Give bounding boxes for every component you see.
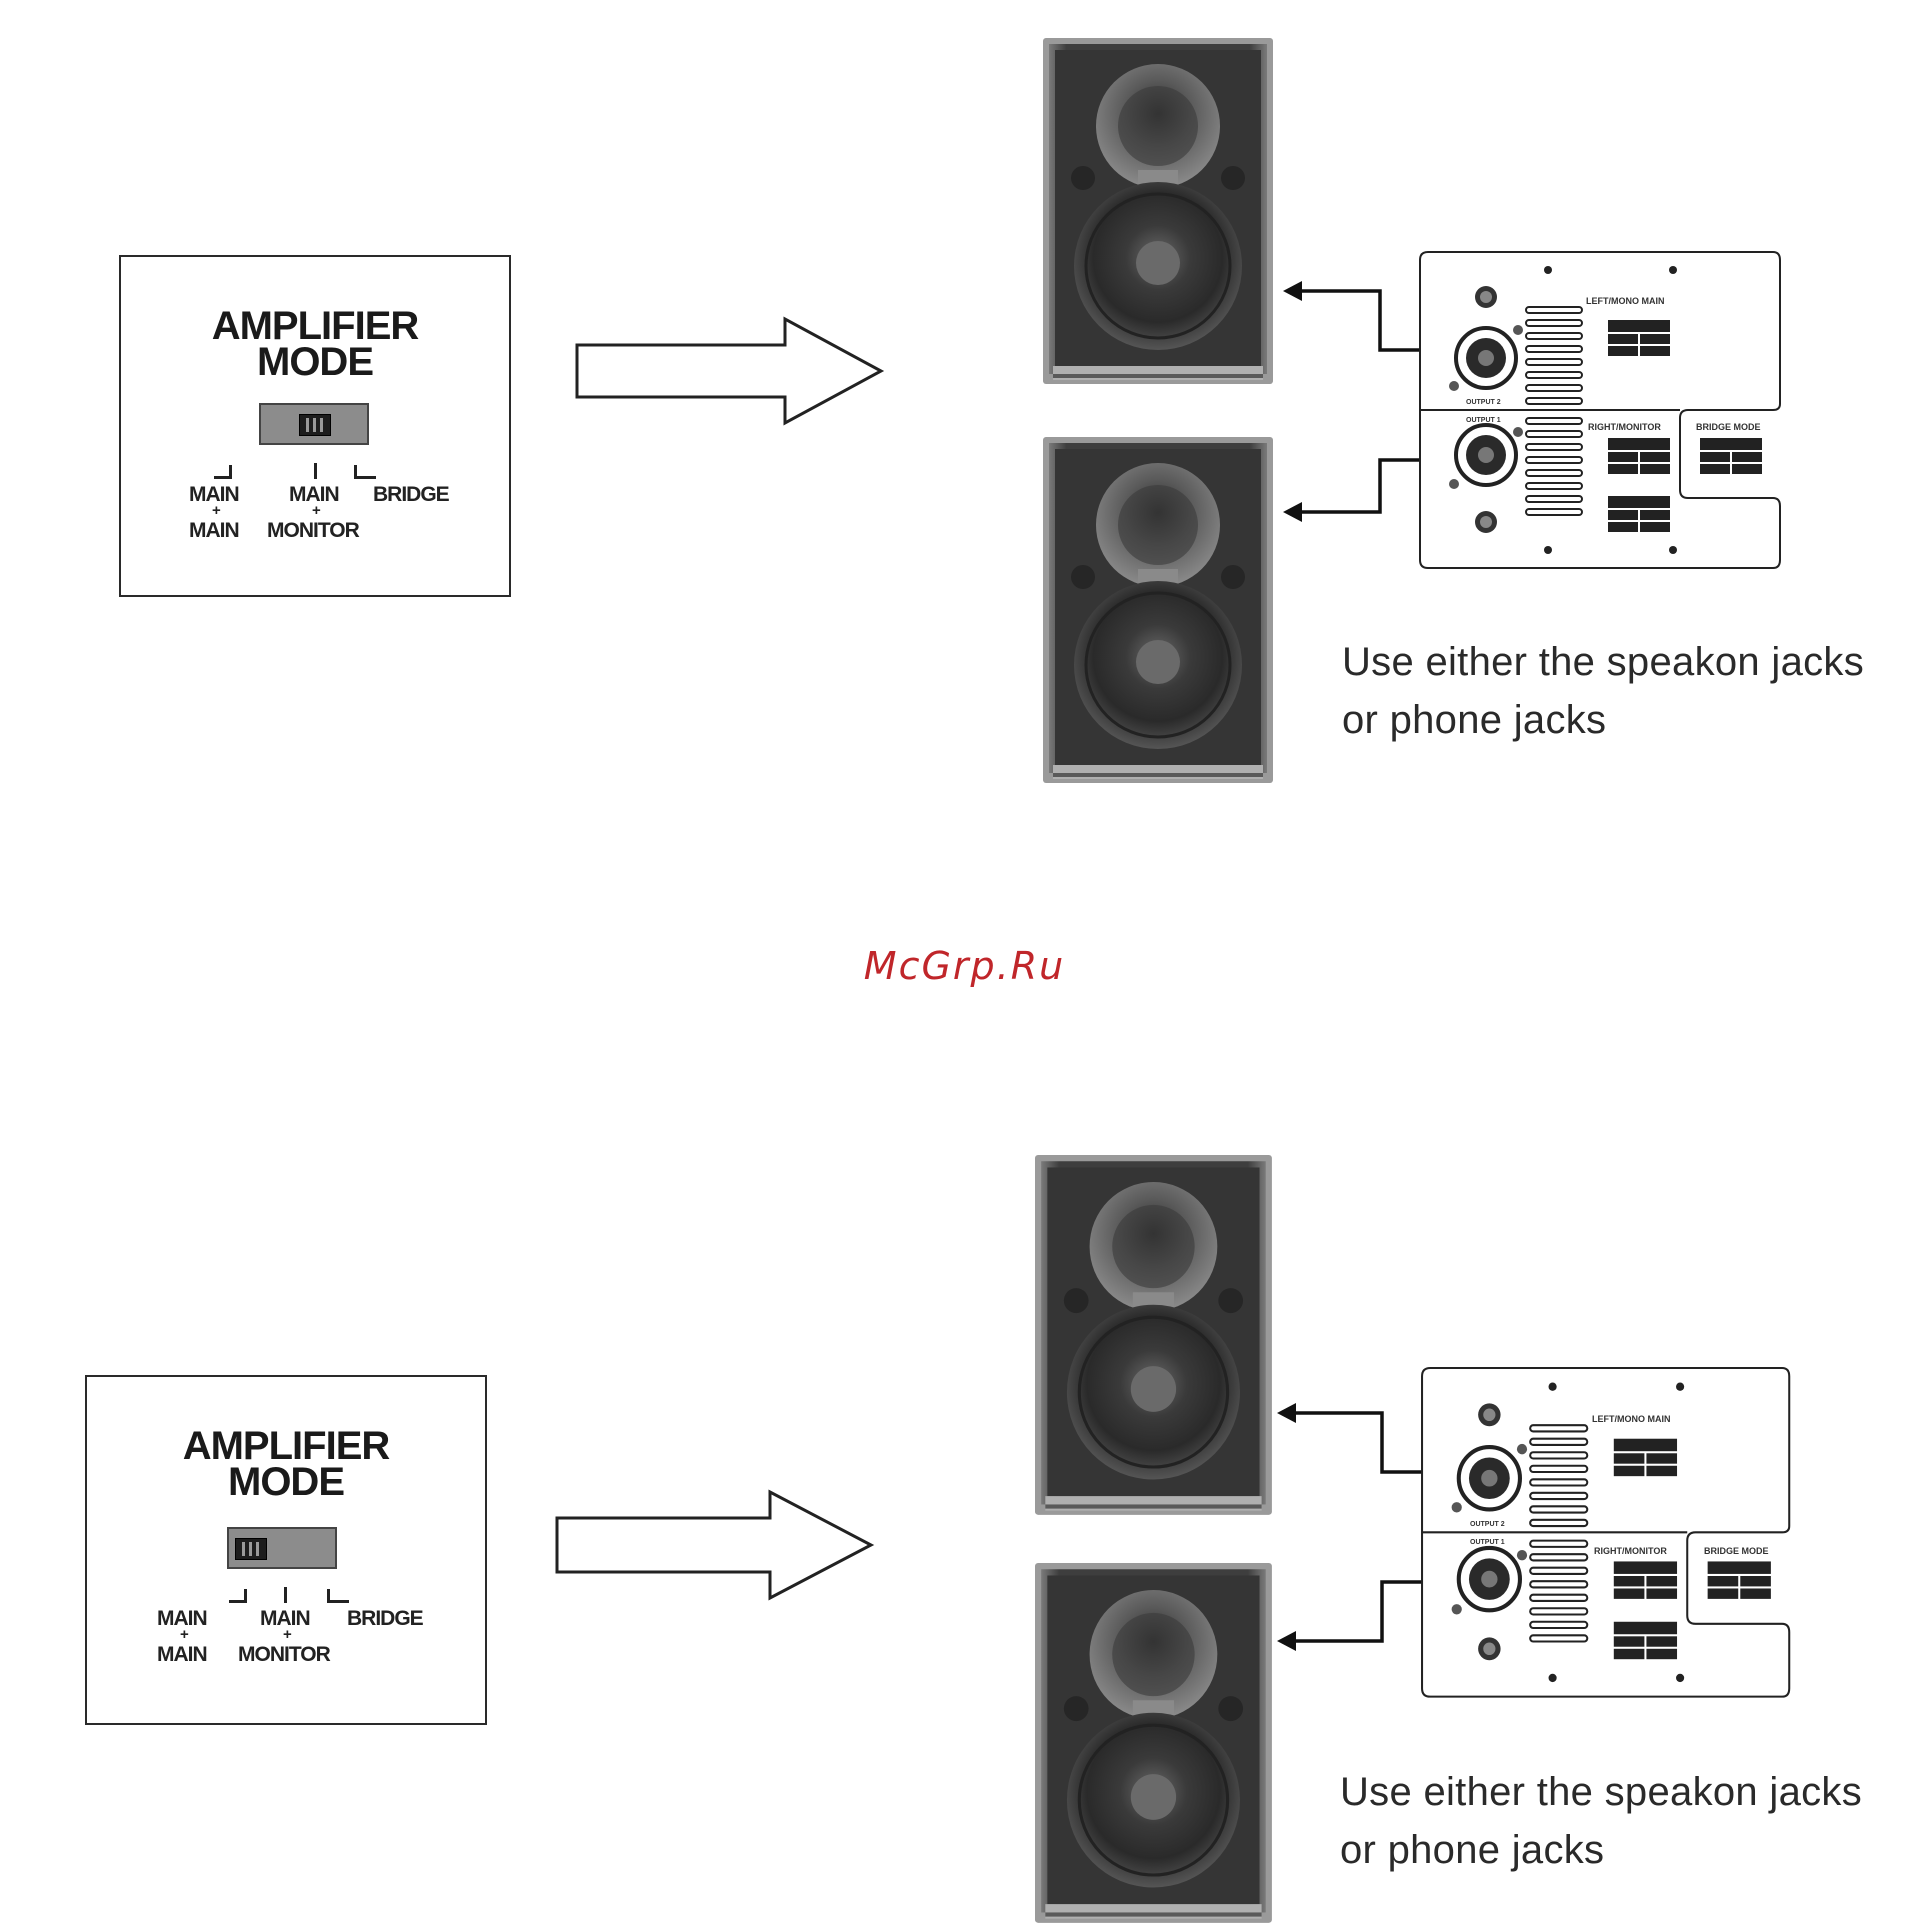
caption-line2: or phone jacks [1342,698,1607,742]
label-bridge: BRIDGE [373,483,450,506]
rp-right-label: RIGHT/MONITOR [1588,422,1661,432]
label-main-monitor-bottom: MONITOR [267,519,360,542]
mode-switch[interactable] [227,1527,337,1569]
label-main-monitor-top: MAIN [260,1607,311,1630]
rp-output2-label: OUTPUT 2 [1470,1521,1505,1528]
amplifier-mode-box: AMPLIFIER MODE MAIN + MAIN MAIN + MONITO… [85,1375,487,1725]
rp-bridge-label: BRIDGE MODE [1704,1546,1769,1556]
label-main-main-bottom: MAIN [189,519,240,542]
rp-output1-label: OUTPUT 1 [1466,417,1501,424]
label-main-monitor-top: MAIN [289,483,340,506]
switch-knob[interactable] [235,1538,267,1560]
watermark: McGrp.Ru [863,944,1066,988]
rp-bridge-label: BRIDGE MODE [1696,422,1761,432]
big-arrow [555,1489,875,1601]
mode-title-line1: AMPLIFIER [182,1424,391,1468]
amplifier-mode-box: AMPLIFIER MODE MAIN + MAIN MAIN + MONITO… [119,255,511,597]
label-plus-1: + [180,1626,189,1643]
rp-right-label: RIGHT/MONITOR [1594,1546,1667,1556]
label-main-main-top: MAIN [189,483,240,506]
switch-knob[interactable] [299,414,331,436]
diagram-1: AMPLIFIER MODE MAIN + MAIN MAIN + MONITO… [0,0,1929,800]
caption: Use either the speakon jacks or phone ja… [1340,1763,1862,1879]
mode-switch[interactable] [259,403,369,445]
connection-arrows [1283,281,1440,522]
caption: Use either the speakon jacks or phone ja… [1342,633,1864,749]
caption-line2: or phone jacks [1340,1828,1605,1872]
label-bridge: BRIDGE [347,1607,424,1630]
label-main-main-top: MAIN [157,1607,208,1630]
label-plus-2: + [312,502,321,519]
rp-left-label: LEFT/MONO MAIN [1592,1414,1671,1424]
label-plus-1: + [212,502,221,519]
caption-line1: Use either the speakon jacks [1342,640,1865,684]
label-main-monitor-bottom: MONITOR [238,1643,331,1666]
mode-title-line2: MODE [257,340,374,384]
rear-panel: LEFT/MONO MAIN RIGHT/MONITOR BRIDGE MODE… [1420,1368,1796,1698]
label-plus-2: + [283,1626,292,1643]
rp-left-label: LEFT/MONO MAIN [1586,296,1665,306]
label-main-main-bottom: MAIN [157,1643,208,1666]
rp-output1-label: OUTPUT 1 [1470,1539,1505,1546]
rp-output2-label: OUTPUT 2 [1466,399,1501,406]
big-arrow [575,316,885,426]
mode-title-line1: AMPLIFIER [211,304,420,348]
mode-title-line2: MODE [228,1460,345,1504]
caption-line1: Use either the speakon jacks [1340,1770,1863,1814]
rear-panel: LEFT/MONO MAIN RIGHT/MONITOR BRIDGE MODE… [1418,250,1782,570]
